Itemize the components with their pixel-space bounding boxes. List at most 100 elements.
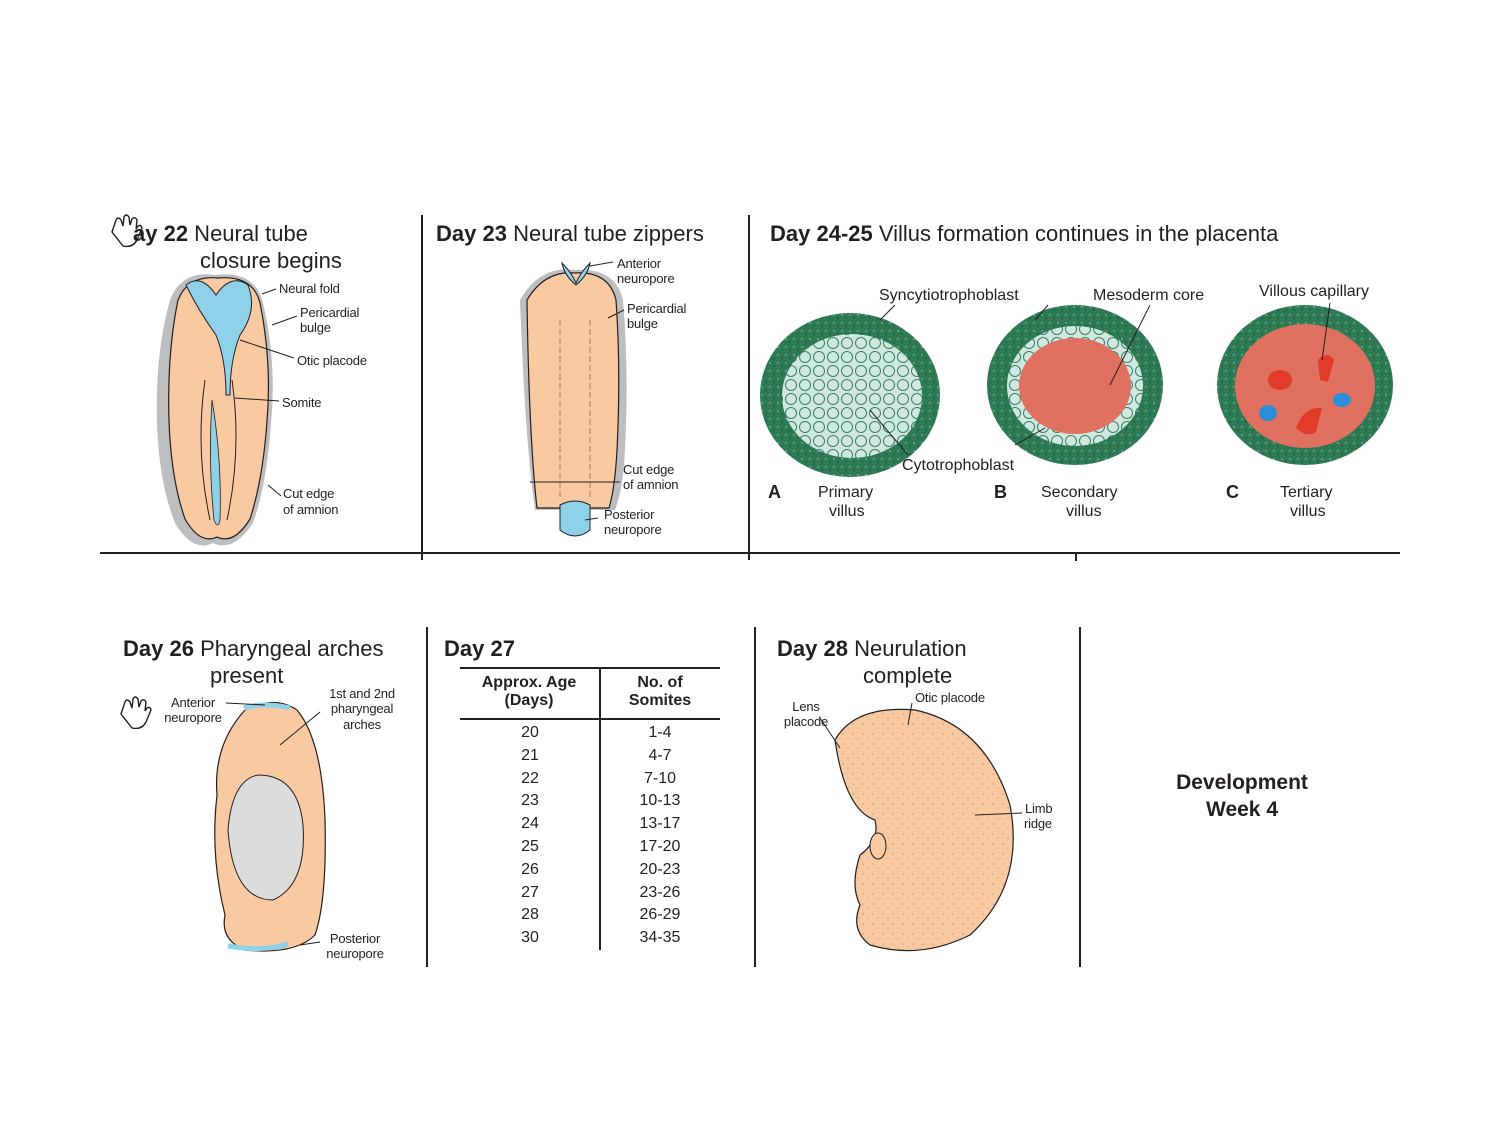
table-cell-somites: 20-23 [639, 860, 681, 878]
label-cut-edge: Cut edge [283, 486, 335, 501]
table-header-somites: No. of Somites [601, 674, 719, 710]
villus-b-line2: villus [1066, 503, 1102, 520]
primary-villus-drawing [760, 313, 940, 477]
secondary-villus-drawing [987, 305, 1163, 465]
table-cell-somites: 26-29 [639, 906, 681, 924]
table-row: 28 26-29 [460, 904, 720, 927]
villus-c-line1: Tertiary [1280, 484, 1333, 501]
table-cell-somites: 23-26 [639, 883, 681, 901]
day22-title-line2: closure begins [200, 248, 342, 273]
label-of-amnion: of amnion [283, 502, 339, 517]
table-cell-age: 22 [521, 769, 539, 787]
tick-mark [1075, 552, 1077, 561]
label-somite: Somite [282, 395, 322, 410]
label-cut-edge: Cut edge [623, 462, 675, 477]
table-row: 22 7-10 [460, 768, 720, 791]
table-cell-age: 27 [521, 883, 539, 901]
villus-c-letter: C [1226, 482, 1239, 502]
label-neuropore: neuropore [326, 946, 384, 961]
label-lens: Lens [792, 699, 820, 714]
label-anterior: Anterior [617, 256, 661, 271]
table-cell-somites: 10-13 [639, 792, 681, 810]
table-row: 27 23-26 [460, 882, 720, 905]
label-neuropore: neuropore [604, 522, 662, 537]
label-ridge: ridge [1024, 816, 1052, 831]
day26-title-line1: Pharyngeal arches [193, 636, 384, 661]
day26-heading: Day 26 Pharyngeal arches [123, 635, 384, 662]
divider-day27-day28 [754, 627, 756, 967]
table-cell-somites: 7-10 [643, 769, 677, 787]
leader-lines [225, 261, 1331, 946]
label-bulge: bulge [300, 320, 331, 335]
day22-day-label: ay 22 [133, 221, 189, 246]
table-cell-age: 24 [521, 815, 539, 833]
label-limb: Limb [1025, 801, 1053, 816]
table-header-age-line2: (Days) [504, 692, 554, 709]
table-cell-somites: 1-4 [648, 724, 672, 741]
table-cell-somites: 4-7 [648, 746, 672, 764]
table-row: 21 4-7 [460, 745, 720, 768]
table-cell-somites: 13-17 [639, 815, 681, 833]
summary-title: Development Week 4 [1130, 769, 1354, 823]
day23-title: Neural tube zippers [506, 221, 704, 246]
villus-b-letter: B [994, 482, 1007, 502]
day26-title-line2: present [210, 663, 284, 688]
villus-b-line1: Secondary [1041, 484, 1118, 501]
day22-title-line1: Neural tube [188, 221, 308, 246]
table-cell-age: 30 [521, 929, 539, 947]
day28-embryo-drawing [834, 708, 1014, 952]
table-header-age: Approx. Age (Days) [460, 674, 598, 710]
day26-day-label: Day 26 [123, 636, 194, 661]
day23-embryo-drawing [520, 261, 627, 537]
tertiary-villus-drawing [1217, 305, 1393, 465]
villus-c-line2: villus [1290, 503, 1326, 520]
label-syncytiotrophoblast: Syncytiotrophoblast [879, 287, 1019, 304]
label-mesoderm-core: Mesoderm core [1093, 287, 1205, 304]
table-cell-age: 25 [521, 837, 539, 855]
divider-day23-day24 [748, 215, 750, 560]
table-row: 30 34-35 [460, 927, 720, 950]
day24-25-heading: Day 24-25 Villus formation continues in … [770, 220, 1278, 247]
table-row: 24 13-17 [460, 813, 720, 836]
table-cell-somites: 17-20 [639, 837, 681, 855]
day28-title-line1: Neurulation [847, 636, 967, 661]
label-neuropore: neuropore [617, 271, 675, 286]
table-top-rule [460, 667, 720, 669]
label-bulge: bulge [627, 316, 658, 331]
label-posterior: Posterior [329, 931, 381, 946]
table-cell-age: 26 [521, 860, 539, 878]
label-neural-fold: Neural fold [279, 281, 340, 296]
table-cell-somites: 34-35 [639, 929, 681, 947]
summary-line2: Week 4 [1206, 798, 1278, 821]
label-neuropore: neuropore [164, 710, 222, 725]
villus-a-letter: A [768, 482, 781, 502]
table-cell-age: 28 [521, 906, 539, 924]
day27-heading: Day 27 [444, 635, 515, 662]
label-1st-2nd: 1st and 2nd [329, 686, 395, 701]
day23-day-label: Day 23 [436, 221, 507, 246]
day28-title-line2: complete [863, 663, 953, 688]
label-otic-placode: Otic placode [915, 690, 985, 705]
day23-heading: Day 23 Neural tube zippers [436, 220, 704, 247]
label-villous-capillary: Villous capillary [1259, 283, 1369, 300]
label-cytotrophoblast: Cytotrophoblast [902, 457, 1015, 474]
table-header-somites-line1: No. of [637, 674, 683, 691]
table-cell-age: 20 [521, 724, 539, 741]
label-pharyngeal: pharyngeal [330, 701, 394, 716]
divider-day26-day27 [426, 627, 428, 967]
summary-line1: Development [1176, 771, 1308, 794]
label-of-amnion: of amnion [623, 477, 679, 492]
day28-day-label: Day 28 [777, 636, 848, 661]
day24-25-title: Villus formation continues in the placen… [872, 221, 1279, 246]
top-row-baseline [100, 552, 1400, 554]
day28-heading: Day 28 Neurulation [777, 635, 967, 662]
table-header-age-line1: Approx. Age [481, 674, 577, 691]
label-otic-placode: Otic placode [297, 353, 367, 368]
label-placode: placode [783, 714, 829, 729]
label-pericardial: Pericardial [300, 305, 360, 320]
day24-25-day-label: Day 24-25 [770, 221, 873, 246]
table-cell-age: 21 [521, 746, 539, 764]
